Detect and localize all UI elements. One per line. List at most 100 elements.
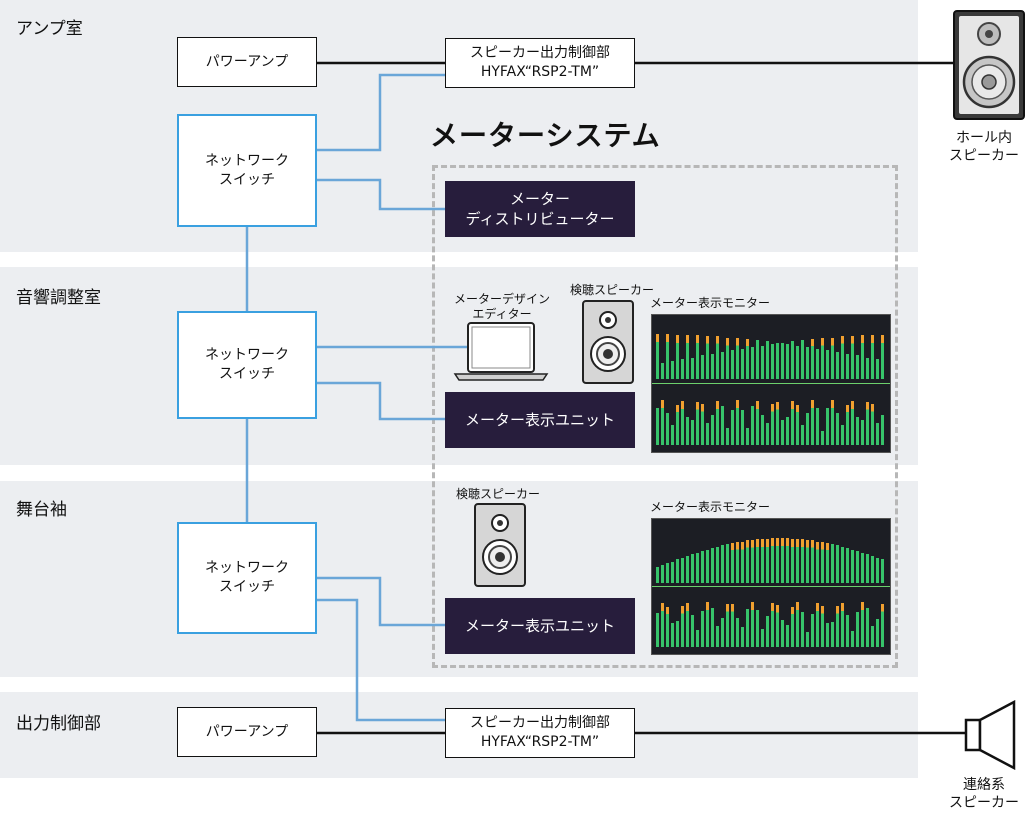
- meter-bar: [691, 357, 694, 379]
- network-switch-3: ネットワーク スイッチ: [177, 522, 317, 634]
- meter-bars-lower-2: [656, 591, 886, 647]
- meter-display-unit-2: メーター表示ユニット: [445, 598, 635, 654]
- meter-bar: [801, 612, 804, 647]
- meter-bar: [866, 357, 869, 379]
- meter-bar: [671, 561, 674, 583]
- meter-bar: [691, 554, 694, 583]
- meter-bar: [761, 345, 764, 379]
- meter-bar: [781, 620, 784, 647]
- meter-bar: [661, 565, 664, 583]
- meter-bar: [751, 539, 754, 583]
- meter-bar: [876, 359, 879, 379]
- meter-bar: [726, 428, 729, 445]
- meter-bar: [816, 541, 819, 583]
- net-line-switch3-controller: [316, 598, 445, 722]
- meter-bar: [831, 337, 834, 379]
- meter-bar: [851, 631, 854, 647]
- meter-bar: [736, 542, 739, 583]
- meter-bar: [726, 337, 729, 379]
- meter-bar: [771, 344, 774, 379]
- meter-distributor: メーター ディストリビューター: [445, 181, 635, 237]
- meter-bar: [846, 614, 849, 647]
- meter-bar: [841, 336, 844, 379]
- meter-bar: [766, 341, 769, 379]
- meter-bar: [831, 400, 834, 445]
- meter-bar: [826, 543, 829, 583]
- monitor-speaker-icon-2: [474, 503, 526, 587]
- meter-bar: [861, 335, 864, 379]
- meter-bar: [761, 629, 764, 647]
- meter-bar: [836, 545, 839, 583]
- meter-bar: [836, 352, 839, 379]
- meter-bar: [796, 538, 799, 583]
- meter-bar: [751, 347, 754, 379]
- meter-bar: [771, 403, 774, 445]
- meter-bar: [821, 542, 824, 583]
- meter-bar: [856, 355, 859, 379]
- network-switch-2: ネットワーク スイッチ: [177, 311, 317, 419]
- meter-bar: [766, 616, 769, 647]
- meter-bar: [816, 348, 819, 379]
- meter-bar: [846, 353, 849, 379]
- net-line-switch3-display-unit: [316, 576, 445, 627]
- meter-bar: [881, 334, 884, 379]
- meter-bar: [841, 547, 844, 583]
- meter-bar: [856, 417, 859, 445]
- meter-bar: [821, 606, 824, 647]
- laptop-icon: [453, 322, 549, 382]
- meter-system-boundary: [432, 165, 898, 668]
- meter-display-monitor-1: [651, 314, 891, 453]
- meter-bars-upper-2: [656, 527, 886, 583]
- meter-bar: [876, 557, 879, 583]
- meter-bar: [706, 422, 709, 445]
- meter-bar: [871, 556, 874, 583]
- meter-bar: [871, 334, 874, 379]
- meter-bar: [726, 544, 729, 583]
- meter-bar: [656, 408, 659, 445]
- meter-bar: [721, 406, 724, 445]
- monitor-speaker-caption-2: 検聴スピーカー: [455, 487, 540, 501]
- meter-bar: [811, 339, 814, 379]
- meter-bar: [741, 541, 744, 583]
- meter-bar: [676, 559, 679, 583]
- meter-bar: [786, 624, 789, 647]
- meter-bar: [776, 343, 779, 379]
- meter-bar: [696, 402, 699, 445]
- meter-bar: [681, 557, 684, 583]
- meter-bar: [711, 608, 714, 647]
- meter-bar: [666, 606, 669, 647]
- meter-bar: [836, 412, 839, 445]
- meter-bar: [706, 549, 709, 583]
- net-line-switch1-controller: [316, 73, 445, 152]
- meter-bar: [781, 419, 784, 445]
- meter-bar: [756, 400, 759, 445]
- meter-display-monitor-2: [651, 518, 891, 655]
- meter-bar: [816, 408, 819, 445]
- meter-bar: [836, 606, 839, 647]
- meter-bar: [731, 543, 734, 583]
- meter-bar: [681, 359, 684, 379]
- meter-bar: [716, 547, 719, 583]
- meter-bar: [861, 552, 864, 583]
- meter-bar: [676, 621, 679, 647]
- meter-bar: [741, 348, 744, 379]
- meter-bar: [856, 551, 859, 583]
- meter-bar: [731, 350, 734, 379]
- meter-bar: [766, 422, 769, 445]
- power-amp-top: パワーアンプ: [177, 37, 317, 87]
- meter-bar: [746, 608, 749, 647]
- meter-bar: [721, 618, 724, 647]
- meter-bar: [776, 538, 779, 583]
- meter-bar: [661, 363, 664, 379]
- meter-bar: [806, 412, 809, 445]
- meter-bar: [871, 403, 874, 445]
- meter-bar: [791, 401, 794, 445]
- meter-bar: [881, 604, 884, 647]
- meter-bar: [856, 611, 859, 647]
- meter-bar: [711, 353, 714, 379]
- meter-bar: [846, 404, 849, 445]
- paging-speaker-caption: 連絡系 スピーカー: [949, 777, 1019, 811]
- meter-bar: [756, 539, 759, 583]
- meter-bar: [711, 548, 714, 583]
